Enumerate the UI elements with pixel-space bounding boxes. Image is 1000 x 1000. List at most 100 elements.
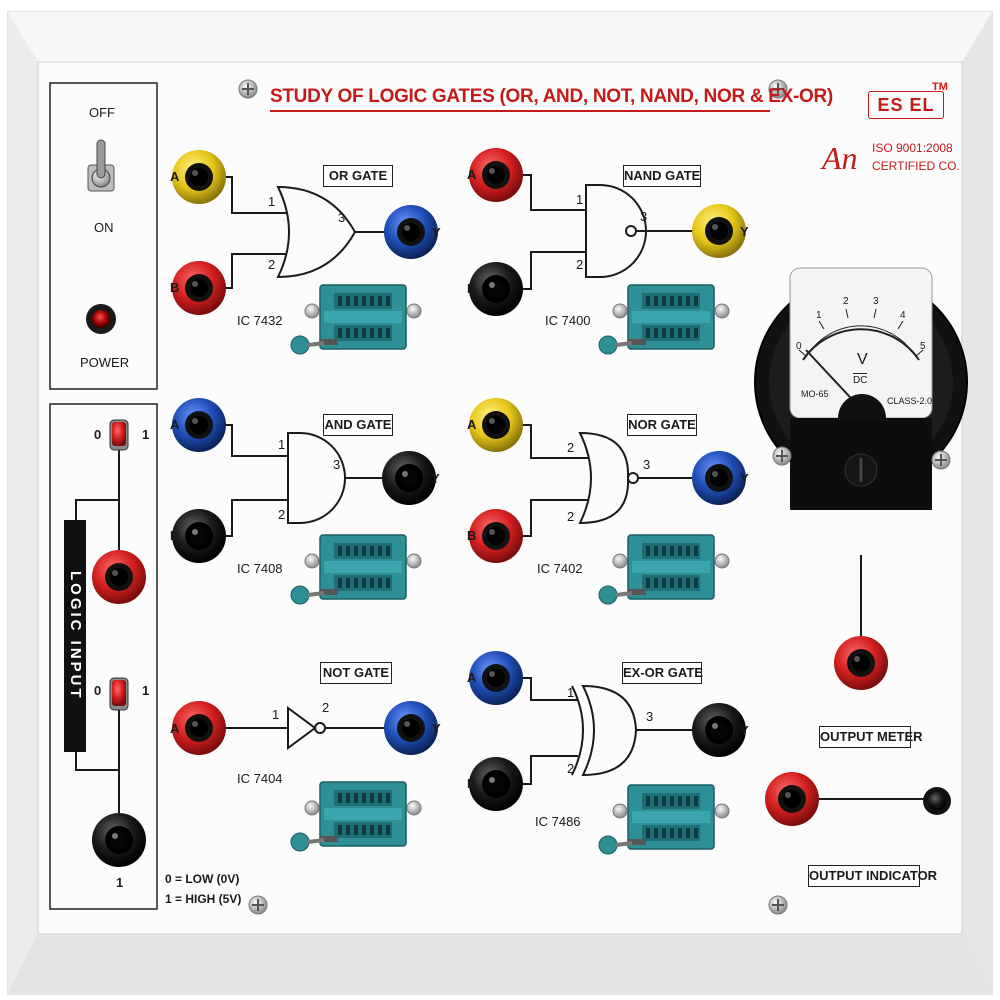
and-gate-output-y-jack[interactable] [382,451,436,505]
pin-number: 1 [567,685,575,700]
output-indicator-jack[interactable] [765,772,819,826]
pin-y-label: Y [432,721,441,736]
pin-y-label: Y [431,471,440,486]
pin-number: 1 [268,194,276,209]
pin-number: 3 [333,457,341,472]
nor-gate-input-b-jack[interactable] [469,509,523,563]
pin-a-label: A [467,417,477,432]
xor-gate-input-a-jack[interactable] [469,651,523,705]
meter-scale-1: 1 [816,310,822,321]
pin-number: 3 [643,457,651,472]
xor-gate-label: EX-OR GATE [622,662,703,684]
switch-zero-label: 0 [94,683,102,698]
meter-scale-5: 5 [920,341,926,352]
logic-input-jack[interactable] [92,813,146,867]
logic-input-switch[interactable] [109,677,129,711]
pin-number: 2 [268,257,276,272]
pin-a-label: A [170,417,180,432]
xor-gate-input-b-jack[interactable] [469,757,523,811]
on-label: ON [94,220,114,235]
and-gate-input-a-jack[interactable] [172,398,226,452]
pin-b-label: B [467,281,477,296]
pin-b-label: B [467,528,477,543]
certified-company: CERTIFIED CO. [872,159,960,173]
nand-gate-output-y-jack[interactable] [692,204,746,258]
not-gate-input-a-jack[interactable] [172,701,226,755]
and-gate-input-b-jack[interactable] [172,509,226,563]
output-indicator-led [923,787,951,815]
legend-high: 1 = HIGH (5V) [165,892,242,906]
pin-number: 2 [576,257,584,272]
pin-b-label: B [170,528,180,543]
logic-input-jack[interactable] [92,550,146,604]
iso-certification: ISO 9001:2008 [872,141,953,155]
pin-b-label: B [170,280,180,295]
meter-unit: V [857,351,868,368]
pin-a-label: A [170,721,180,736]
power-toggle-switch[interactable] [87,139,115,192]
or-gate-output-y-jack[interactable] [384,205,438,259]
or-gate-ic-label: IC 7432 [237,313,283,328]
xor-gate-output-y-jack[interactable] [692,703,746,757]
or-gate-input-a-jack[interactable] [172,150,226,204]
brand-logo: ES EL [868,91,944,119]
output-indicator-label: OUTPUT INDICATOR [808,865,937,887]
nand-gate-label: NAND GATE [623,165,701,187]
pin-number: 1 [278,437,286,452]
panel-screw [248,895,268,915]
power-led [86,304,116,334]
not-gate-ic-label: IC 7404 [237,771,283,786]
pin-number: 3 [640,209,648,224]
pin-number: 2 [567,509,575,524]
and-gate-ic-label: IC 7408 [237,561,283,576]
switch-one-label: 1 [142,683,150,698]
nor-gate-ic-label: IC 7402 [537,561,583,576]
and-gate-label: AND GATE [323,414,393,436]
logic-input-switch[interactable] [109,419,129,451]
switch-one-label: 1 [142,427,150,442]
panel-screw [768,895,788,915]
pin-number: 2 [322,700,330,715]
meter-scale-0: 0 [796,341,802,352]
pin-y-label: Y [740,471,749,486]
meter-class: CLASS-2.0 [887,396,933,406]
nor-gate-input-a-jack[interactable] [469,398,523,452]
pin-number: 2 [567,761,575,776]
nor-gate-output-y-jack[interactable] [692,451,746,505]
jack-one-label: 1 [116,875,124,890]
logic-input-title: LOGIC INPUT [64,520,86,752]
nand-gate-input-a-jack[interactable] [469,148,523,202]
legend-low: 0 = LOW (0V) [165,872,240,886]
meter-scale-4: 4 [900,310,906,321]
nand-gate-input-b-jack[interactable] [469,262,523,316]
pin-a-label: A [170,169,180,184]
pin-y-label: Y [740,224,749,239]
or-gate-input-b-jack[interactable] [172,261,226,315]
pin-a-label: A [467,167,477,182]
meter-scale-2: 2 [843,296,849,307]
nand-gate-ic-label: IC 7400 [545,313,591,328]
not-gate-output-y-jack[interactable] [384,701,438,755]
pin-number: 1 [272,707,280,722]
dc-voltmeter [754,267,968,510]
pin-number: 1 [576,192,584,207]
power-label: POWER [80,355,130,370]
meter-scale-3: 3 [873,296,879,307]
nor-gate-label: NOR GATE [627,414,697,436]
pin-y-label: Y [740,723,749,738]
switch-zero-label: 0 [94,427,102,442]
trademark-mark: TM [932,81,948,93]
pin-number: 2 [278,507,286,522]
pin-number: 3 [646,709,654,724]
an-mark: An [822,140,858,176]
pin-number: 2 [567,440,575,455]
xor-gate-ic-label: IC 7486 [535,814,581,829]
panel-title: STUDY OF LOGIC GATES (OR, AND, NOT, NAND… [270,86,833,112]
output-meter-jack[interactable] [834,636,888,690]
pin-b-label: B [467,776,477,791]
pin-number: 3 [338,210,346,225]
not-gate-label: NOT GATE [320,662,392,684]
or-gate-label: OR GATE [323,165,393,187]
